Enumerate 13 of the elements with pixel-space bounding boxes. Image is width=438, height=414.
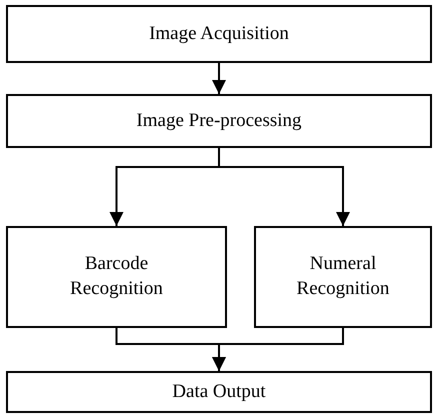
box-label: Data Output (172, 380, 266, 404)
box-label: Image Pre-processing (136, 108, 302, 133)
process-box (6, 226, 227, 328)
box-label: Barcode Recognition (69, 252, 164, 301)
process-box (254, 226, 432, 328)
box-label: Image Acquisition (149, 22, 289, 46)
arrow (212, 328, 344, 371)
box-label: Numeral Recognition (296, 252, 390, 301)
process-box (6, 5, 432, 63)
process-box (6, 94, 432, 148)
process-box (6, 371, 432, 413)
arrow (212, 63, 226, 94)
arrow (218, 148, 350, 226)
